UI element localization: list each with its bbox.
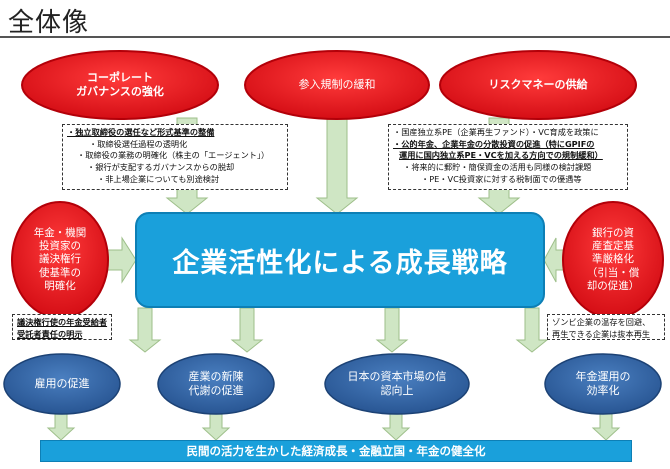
risk-note-item: ・国産独立系PE（企業再生ファンド）・VC育成を政策に: [393, 127, 599, 137]
node-employment-shape: [3, 353, 121, 415]
right-note-line: ゾンビ企業の温存を回避、: [552, 317, 651, 327]
node-right-label: 銀行の資 産査定基 準厳格化 （引当・償 却の促進）: [586, 227, 640, 292]
governance-note-item: ・銀行が支配するガバナンスからの脱却: [87, 161, 235, 172]
arrow-center-employment: [128, 307, 162, 353]
risk-notes: ・国産独立系PE（企業再生ファンド）・VC育成を政策に ・公的年金、企業年金の分…: [388, 124, 628, 190]
risk-note-item: ・PE・VC投資家に対する税制面での優遇等: [421, 173, 582, 184]
node-risk-label: リスクマネーの供給: [488, 78, 588, 92]
node-regulation-shape: [244, 50, 430, 120]
arrow-regulation-down: [315, 117, 359, 215]
right-note: ゾンビ企業の温存を回避、 再生できる企業は抜本再生: [547, 314, 665, 340]
governance-note-item: ・取締役選任過程の透明化: [89, 138, 188, 149]
node-employment-label: 雇用の促進: [34, 377, 90, 391]
conclusion-bar: 民間の活力を生かした経済成長・金融立国・年金の健全化: [40, 440, 632, 462]
title-divider: [0, 36, 670, 38]
arrow-center-capital: [375, 307, 409, 353]
governance-note-item: ・非上場企業についても別途検討: [97, 173, 220, 184]
node-left-label: 年金・機関 投資家の 議決権行 使基準の 明確化: [33, 227, 87, 292]
node-regulation-label: 参入規制の緩和: [298, 78, 376, 92]
left-note-line: 受託者責任の明示: [17, 328, 83, 339]
governance-note-item: ・取締役の業務の明確化（株主の「エージェント」）: [77, 150, 270, 161]
risk-note-item: ・公的年金、企業年金の分散投資の促進（特にGPIFの: [393, 138, 595, 149]
node-governance-label: コーポレート ガバナンスの強化: [76, 71, 164, 98]
node-pension-label: 年金運用の 効率化: [575, 370, 631, 397]
risk-note-item: 運用に国内独立系PE・VCを加える方向での規制緩和）: [399, 150, 603, 161]
right-note-line: 再生できる企業は抜本再生: [552, 328, 651, 339]
node-capital-shape: [324, 353, 470, 415]
node-risk-shape: [439, 50, 637, 120]
risk-note-item: ・将来的に郵貯・簡保資金の活用も同様の検討課題: [403, 161, 592, 172]
governance-notes: ・独立取締役の選任など形式基準の整備 ・取締役選任過程の透明化 ・取締役の業務の…: [62, 124, 288, 190]
node-governance-shape: [21, 50, 219, 120]
page-title: 全体像: [8, 8, 90, 38]
arrow-center-industry: [230, 307, 264, 353]
node-industry-shape: [157, 353, 275, 415]
node-pension-shape: [544, 353, 662, 415]
left-note-line: 議決権行使の年金受給者: [17, 317, 108, 327]
left-note: 議決権行使の年金受給者 受託者責任の明示: [12, 314, 112, 340]
governance-note-item: ・独立取締役の選任など形式基準の整備: [67, 127, 215, 137]
arrow-center-pension: [515, 307, 549, 353]
node-industry-label: 産業の新陳 代謝の促進: [188, 370, 244, 397]
node-capital-label: 日本の資本市場の信 認向上: [347, 370, 447, 397]
center-strategy-box: 企業活性化による成長戦略: [135, 212, 545, 308]
